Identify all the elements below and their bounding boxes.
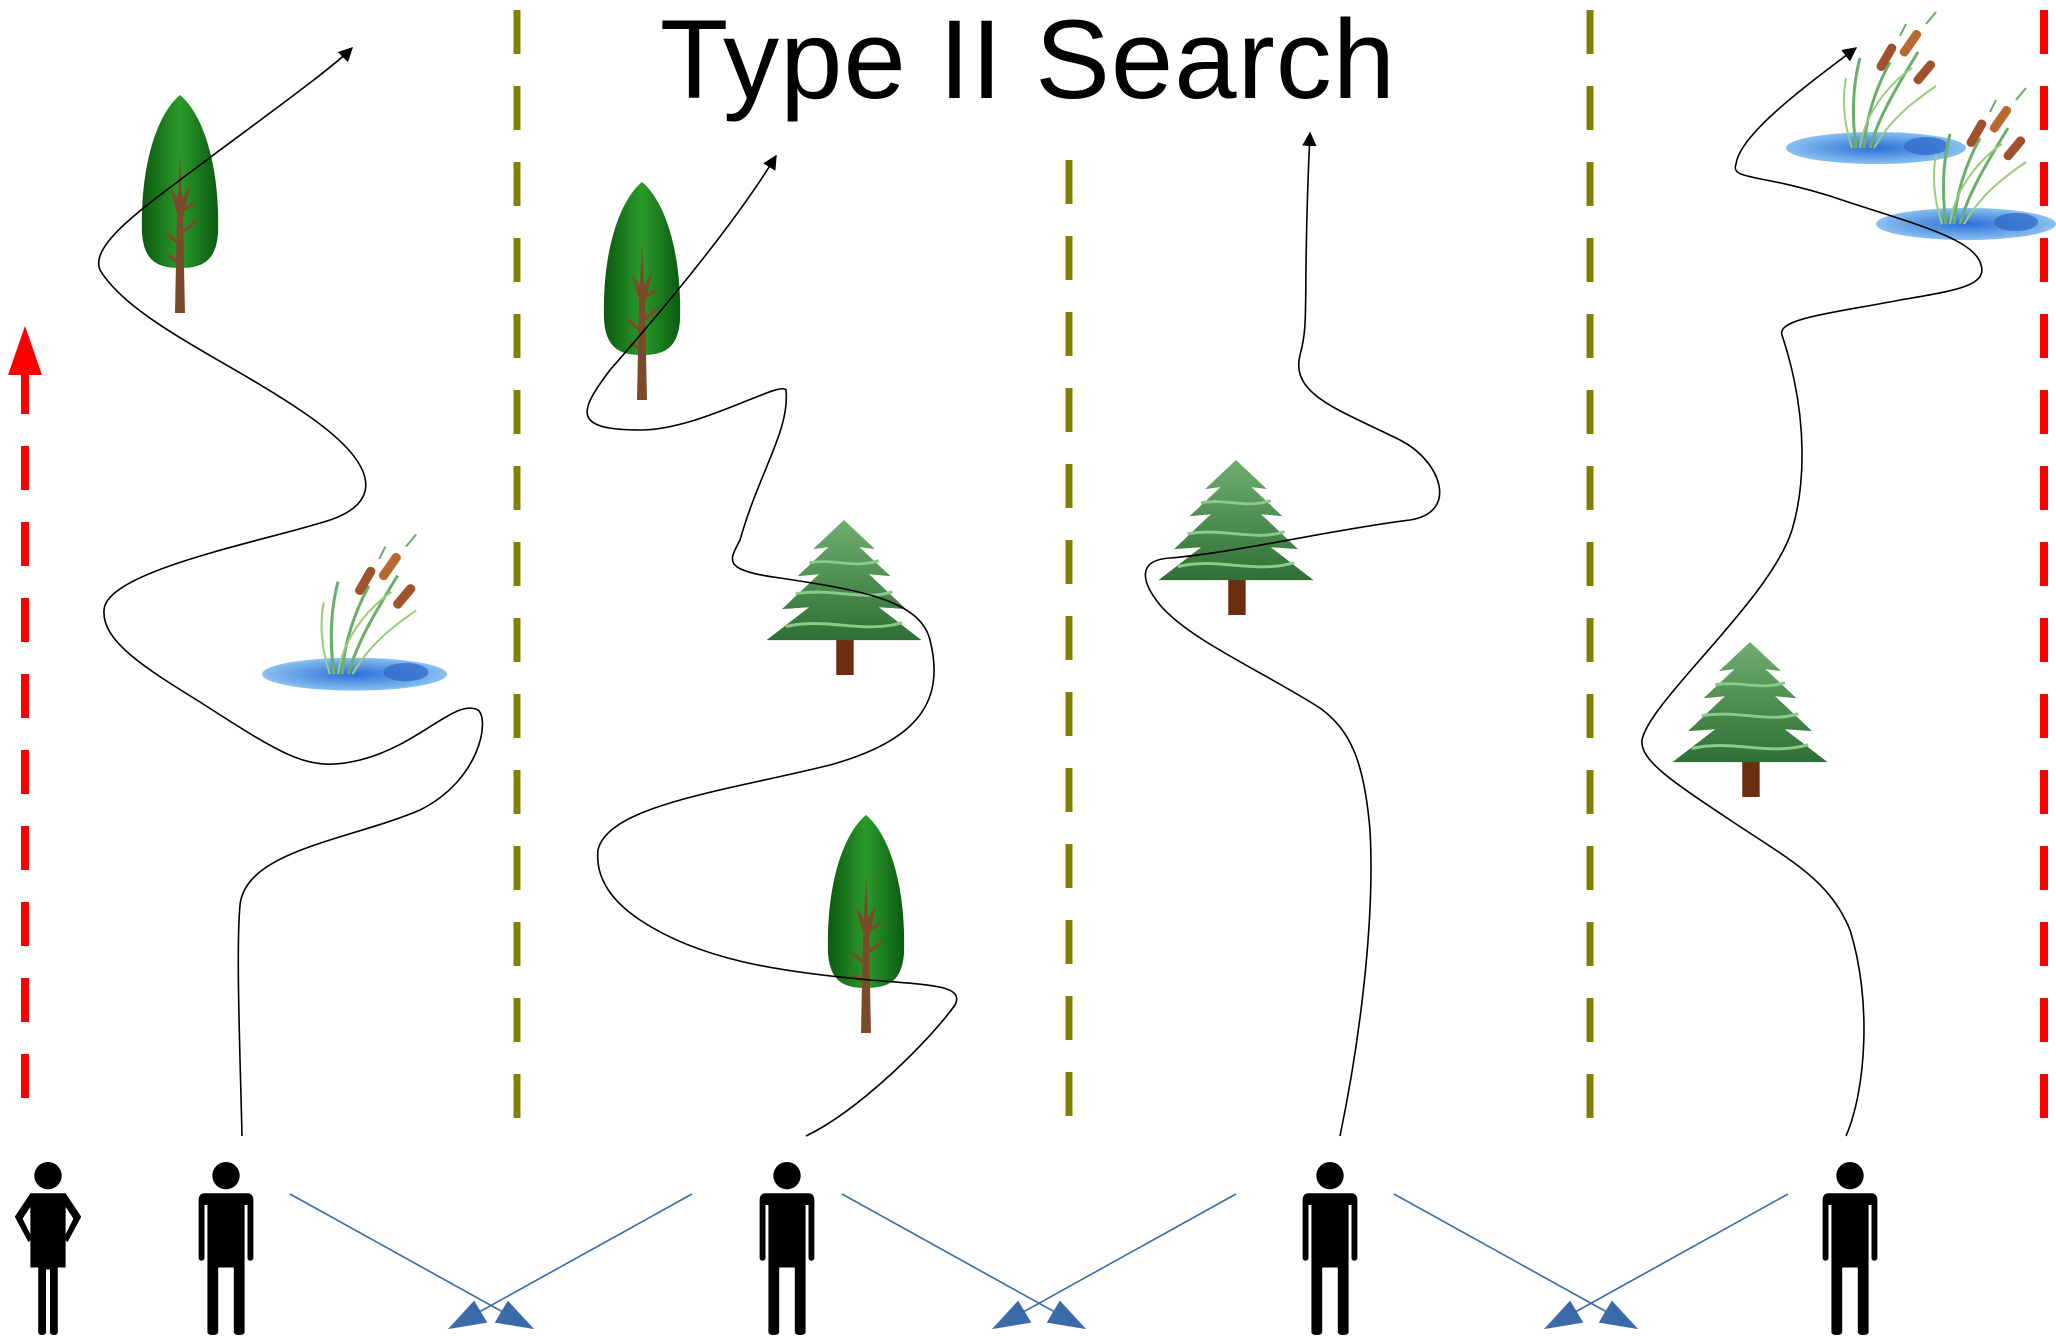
spacing-arrowhead [1543,1300,1584,1330]
deciduous-tree-icon [826,813,906,1034]
spacing-arrow [289,1193,511,1317]
boundary-up-arrow [8,326,42,375]
spacing-arrow [1567,1193,1789,1317]
search-path-4 [1641,47,1983,1137]
pine-tree-icon [1157,460,1315,615]
person-icon [1302,1161,1358,1336]
pine-tree-icon [765,520,923,675]
spacing-arrowhead [447,1300,488,1330]
spacing-arrow [471,1193,693,1317]
person-hands-on-hips-icon [14,1161,82,1336]
deciduous-tree-icon [140,93,220,314]
spacing-arrowhead [1046,1300,1087,1330]
search-path-1 [97,46,484,1137]
spacing-arrow [1015,1193,1237,1317]
spacing-arrows [289,1193,1789,1330]
person-icon [198,1161,254,1336]
search-path-3 [1144,131,1441,1137]
search-path-2 [586,154,958,1137]
spacing-arrowhead [1598,1300,1639,1330]
spacing-arrowhead [494,1300,535,1330]
pond-with-cattails-icon [262,532,447,693]
deciduous-tree-icon [602,180,682,402]
spacing-arrowhead [991,1300,1032,1330]
spacing-arrow [1393,1193,1615,1317]
diagram-title: Type II Search [659,0,1397,122]
person-icon [759,1161,815,1336]
spacing-arrow [841,1193,1063,1317]
person-icon [1822,1161,1878,1336]
